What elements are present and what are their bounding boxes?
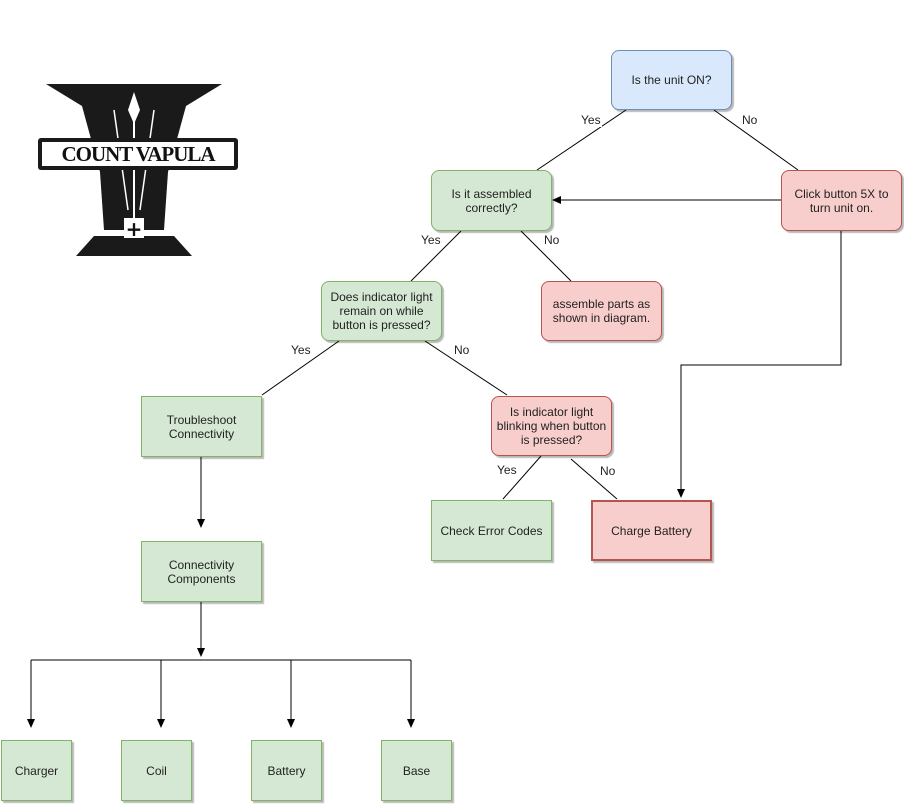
label-unit-on-no: No	[741, 113, 759, 127]
node-indicator-blinking: Is indicator light blinking when button …	[491, 396, 612, 456]
svg-text:+: +	[126, 217, 143, 241]
node-charger: Charger	[1, 740, 72, 801]
node-coil: Coil	[121, 740, 192, 801]
node-assemble-parts: assemble parts as shown in diagram.	[541, 281, 662, 341]
label-assembled-no: No	[543, 233, 561, 247]
node-connectivity-components: Connectivity Components	[141, 541, 262, 602]
edge-indicator-remain-no	[424, 340, 508, 396]
label-indicator-blinking-no: No	[599, 464, 617, 478]
svg-text:COUNT VAPULA: COUNT VAPULA	[61, 142, 216, 166]
label-assembled-yes: Yes	[420, 233, 442, 247]
edge-indicator-remain-yes	[261, 340, 340, 396]
label-indicator-remain-yes: Yes	[290, 343, 312, 357]
node-indicator-remain-on: Does indicator light remain on while but…	[321, 281, 442, 341]
node-click-button: Click button 5X to turn unit on.	[781, 170, 902, 231]
node-is-assembled: Is it assembled correctly?	[431, 170, 552, 231]
node-check-error-codes: Check Error Codes	[431, 500, 552, 561]
edge-assembled-no	[520, 230, 572, 282]
edge-indicator-blinking-yes	[502, 455, 542, 500]
node-troubleshoot-connectivity: Troubleshoot Connectivity	[141, 396, 262, 457]
count-vapula-logo: COUNT VAPULA +	[38, 84, 238, 256]
edge-unit-on-yes	[536, 109, 627, 171]
node-is-unit-on: Is the unit ON?	[611, 50, 732, 110]
label-indicator-remain-no: No	[453, 343, 471, 357]
label-indicator-blinking-yes: Yes	[496, 463, 518, 477]
edge-unit-on-no	[713, 109, 799, 171]
node-charge-battery: Charge Battery	[591, 500, 712, 561]
node-battery: Battery	[251, 740, 322, 801]
edge-indicator-blinking-no	[570, 458, 618, 500]
node-base: Base	[381, 740, 452, 801]
label-unit-on-yes: Yes	[580, 113, 602, 127]
edge-assembled-yes	[410, 230, 462, 282]
edge-click-to-charge	[677, 231, 842, 498]
